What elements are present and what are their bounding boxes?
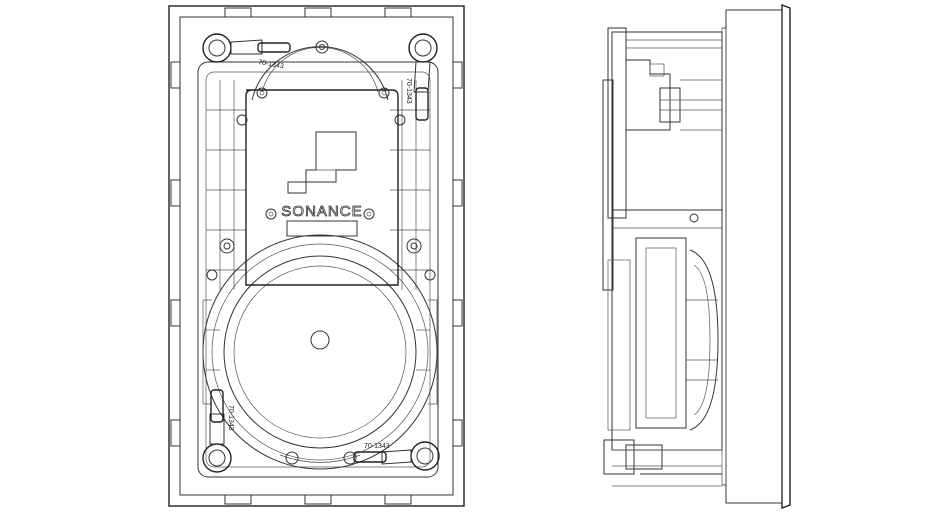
part-label: 70-1343: [405, 78, 412, 104]
label-area: [286, 220, 358, 237]
woofer-housing: [607, 209, 723, 451]
bezel-side: [725, 9, 783, 504]
woofer-basket: [202, 299, 438, 463]
brand-label: SONANCE: [281, 203, 362, 220]
tweeter-surround: [251, 46, 389, 101]
clamp-top-left: 70-1343: [202, 33, 291, 70]
side-clamp-bottom: [603, 439, 722, 487]
baffle: [197, 61, 439, 478]
flange: [781, 3, 791, 510]
logo-plate: SONANCE: [245, 87, 399, 286]
front-view: SONANCE 70-1343 70-1343: [168, 5, 465, 507]
tweeter-housing: [602, 27, 723, 291]
part-label: 70-1343: [258, 59, 285, 70]
side-view: [602, 3, 791, 510]
baffle-inner: [205, 71, 431, 468]
frame-tabs: [170, 7, 463, 505]
outer-frame: [168, 5, 465, 507]
part-label: 70-1343: [364, 443, 390, 450]
part-label: 70-1343: [227, 405, 234, 431]
sonance-logo-icon: [287, 131, 357, 194]
clamp-bottom-left: 70-1343: [202, 389, 234, 473]
standoffs: [206, 40, 436, 465]
clamp-bottom-right: 70-1343: [353, 441, 440, 471]
woofer-dust-cap: [310, 330, 330, 350]
clamp-top-right: 70-1343: [405, 33, 438, 121]
